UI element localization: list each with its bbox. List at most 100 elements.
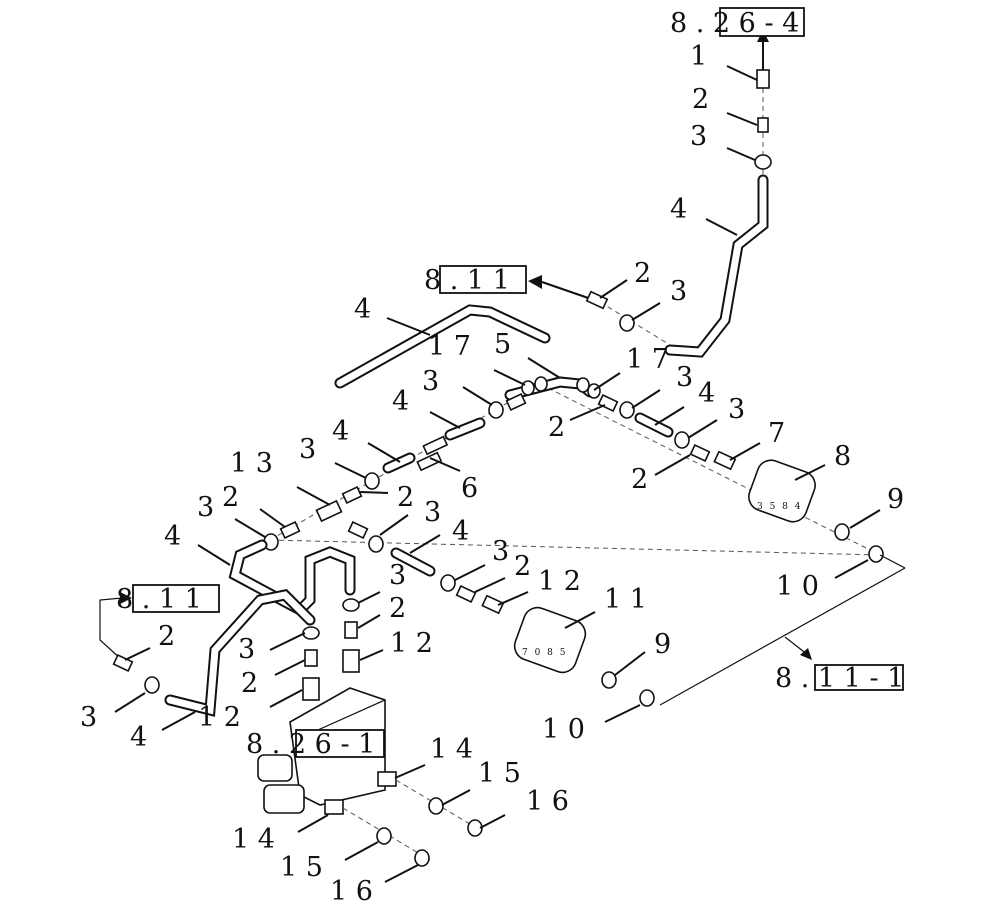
callout-number: 1 6	[526, 786, 569, 817]
part-shape	[377, 771, 397, 787]
nut-part	[428, 797, 444, 815]
leader-line	[124, 647, 151, 661]
nut-part	[364, 472, 380, 490]
leader-line	[197, 544, 231, 566]
leader-line	[654, 406, 685, 426]
part-shape	[302, 677, 320, 701]
part-shape	[719, 7, 805, 37]
leader-line	[441, 789, 471, 806]
leader-line	[493, 369, 526, 386]
nut-part	[376, 827, 392, 845]
leader-line	[114, 692, 146, 713]
leader-line	[367, 442, 401, 463]
part-shape	[481, 594, 505, 615]
callout-number: 1	[690, 41, 707, 72]
leader-line	[687, 419, 718, 439]
part-shape	[800, 648, 812, 660]
callout-number: 1 2	[538, 566, 581, 597]
part-shape	[713, 450, 737, 471]
ref-box-left[interactable]: 8 . 1 1	[116, 584, 220, 615]
ref-box-mid[interactable]: 8 . 1 1	[424, 265, 527, 296]
callout-number: 2	[631, 464, 648, 495]
nut-part	[674, 431, 690, 449]
leader-line	[269, 632, 306, 651]
nut-part	[868, 545, 884, 563]
leader-line	[296, 486, 331, 506]
nut-part	[521, 380, 535, 396]
callout-number: 4	[354, 294, 371, 325]
callout-number: 4	[392, 386, 409, 417]
callout-number: 3	[197, 492, 214, 523]
leader-line	[409, 534, 441, 554]
leader-line	[429, 457, 461, 472]
callout-number: 1 0	[776, 571, 819, 602]
callout-number: 3	[238, 634, 255, 665]
arrow-head-icon	[528, 275, 542, 289]
callout-number: 1 7	[626, 344, 669, 375]
part-shape	[748, 459, 816, 523]
leader-line	[269, 539, 881, 556]
part-shape	[324, 799, 344, 815]
leader-line	[161, 711, 196, 731]
leader-line	[454, 564, 486, 581]
leader-line	[631, 389, 661, 409]
callout-number: 8 . 1 1 - 1	[775, 663, 904, 694]
fitting-1	[756, 69, 770, 89]
nut-part	[467, 819, 483, 837]
nut-part	[144, 676, 160, 694]
callout-number: 8 . 2 6 - 4	[670, 8, 799, 39]
top-line-assembly	[664, 30, 772, 358]
callout-number: 3	[728, 394, 745, 425]
callout-number: 1 0	[542, 714, 585, 745]
leader-line	[794, 464, 826, 481]
leader-line	[474, 577, 506, 593]
leader-line	[729, 442, 761, 461]
nut-part	[342, 598, 360, 612]
leader-line	[527, 357, 561, 379]
callout-number: 3	[299, 434, 316, 465]
part-shape	[304, 649, 318, 667]
ref-box-bottom[interactable]: 8 . 2 6 - 1	[246, 729, 385, 760]
leader-line	[234, 518, 266, 538]
leader-line	[357, 591, 381, 604]
nut-part	[534, 376, 548, 392]
callout-number: 4	[164, 521, 181, 552]
pipe-line	[166, 591, 314, 715]
leader-line	[334, 462, 367, 479]
leader-line	[379, 514, 409, 536]
leader-line	[614, 651, 646, 676]
callout-number: 3	[389, 560, 406, 591]
leader-line	[834, 559, 869, 579]
pipe-line	[666, 176, 767, 356]
ref-box-right[interactable]: 8 . 1 1 - 1	[775, 663, 904, 694]
nut-3	[619, 314, 635, 332]
leader-line	[705, 218, 738, 236]
callout-number: 4	[452, 516, 469, 547]
leader-line	[462, 386, 493, 406]
callout-number: 3	[676, 362, 693, 393]
leader-line	[386, 317, 431, 336]
callout-number: 3	[690, 121, 707, 152]
nut-part	[302, 626, 320, 640]
pipe-line	[336, 306, 549, 387]
nut-part	[639, 689, 655, 707]
part-shape	[416, 451, 443, 472]
callout-number: 2	[397, 482, 414, 513]
callout-number: 6	[461, 473, 478, 504]
callout-number: 3	[670, 276, 687, 307]
filter-lower: 7 0 8 5	[513, 606, 587, 674]
callout-number: 3	[492, 536, 509, 567]
callout-number: 2	[389, 593, 406, 624]
leader-line	[342, 807, 431, 861]
leader-line	[259, 508, 286, 528]
pipe-line	[230, 541, 354, 615]
ref-box-top[interactable]: 8 . 2 6 - 4	[670, 7, 805, 39]
fittings-row-upper	[263, 376, 737, 615]
callout-number: 2	[634, 258, 651, 289]
leader-line	[359, 649, 384, 661]
leader-line	[479, 814, 506, 829]
nut-part	[601, 671, 617, 689]
leader-line	[539, 383, 881, 556]
tee-13	[315, 499, 343, 523]
